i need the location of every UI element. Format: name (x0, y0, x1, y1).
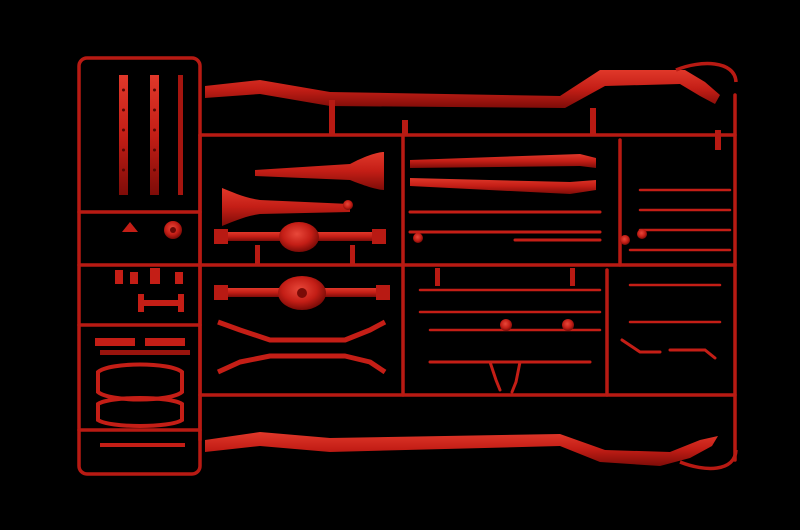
axle-tube-lower-2 (410, 178, 596, 194)
sprue-runners (77, 56, 737, 476)
leaf-springs (119, 75, 183, 195)
chassis-frame-rail-bottom (205, 432, 718, 466)
axle-tube-left (255, 152, 384, 190)
chassis-rail-top-end (675, 61, 738, 83)
rear-axle-housing-lower (214, 276, 390, 310)
axle-tube-lower (410, 154, 596, 168)
axle-tube-right (222, 188, 350, 226)
steering-linkage (428, 338, 717, 394)
rear-axle-housing-upper (214, 222, 386, 252)
brake-rods (408, 188, 732, 332)
sprue-gates (255, 100, 721, 286)
front-axle-beams (216, 319, 387, 375)
small-brackets (95, 221, 190, 355)
chassis-frame-rail-top (205, 70, 720, 108)
crossmember (96, 362, 185, 447)
chassis-rail-bottom-end (679, 449, 738, 471)
small-round-parts (343, 200, 647, 331)
